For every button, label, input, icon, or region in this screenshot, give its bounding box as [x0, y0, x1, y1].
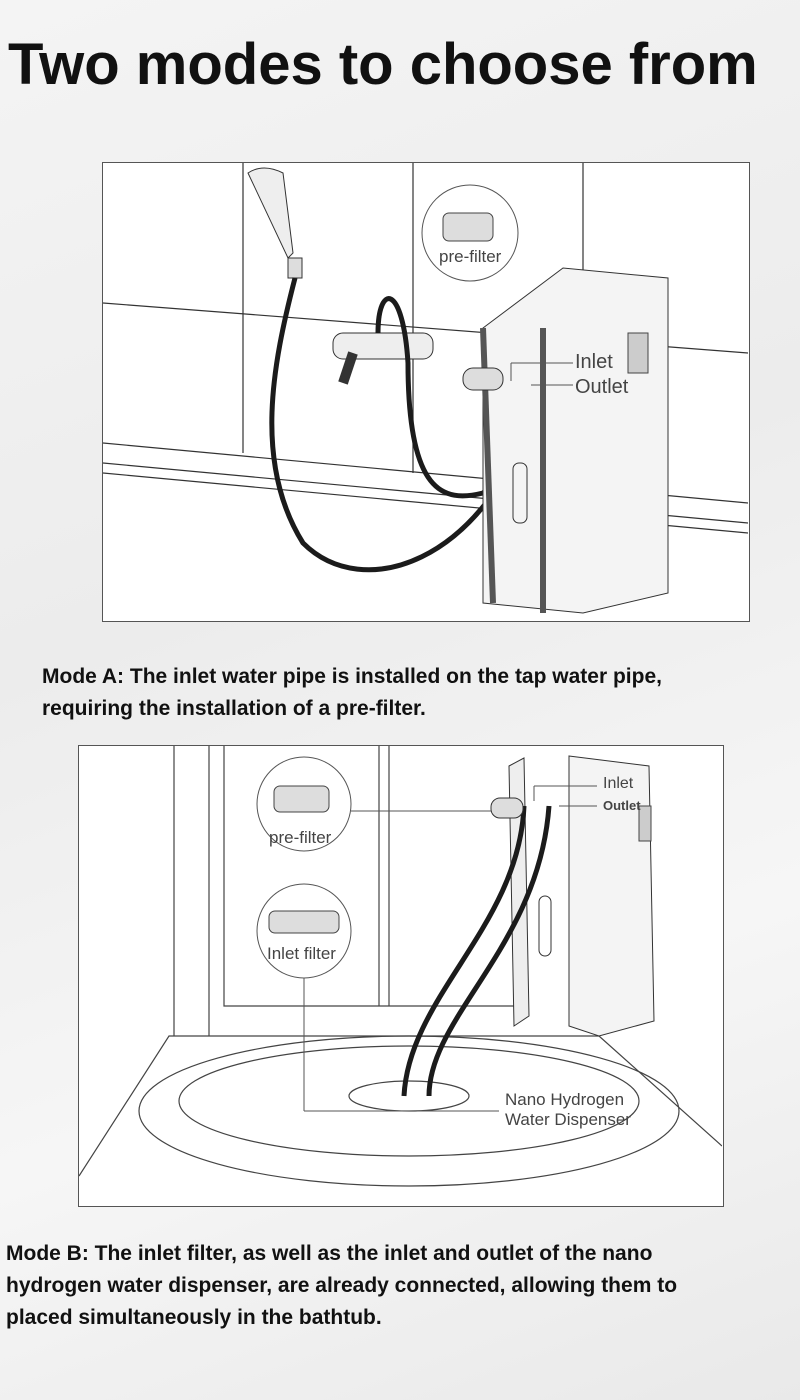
tap-icon [332, 332, 434, 385]
device-label: Nano Hydrogen Water Dispenser [505, 1090, 631, 1130]
mode-a-caption-line: Mode A: The inlet water pipe is installe… [42, 665, 662, 688]
mode-a-caption-line: requiring the installation of a pre-filt… [42, 697, 426, 720]
mode-b-caption: Mode B: The inlet filter, as well as the… [6, 1238, 798, 1334]
inlet-filter-label: Inlet filter [267, 944, 336, 963]
mode-b-caption-line: Mode B: The inlet filter, as well as the… [6, 1242, 653, 1265]
mode-b-caption-line: placed simultaneously in the bathtub. [6, 1306, 382, 1329]
inlet-label: Inlet [603, 775, 634, 792]
dispenser-unit [480, 267, 669, 614]
shower-head-icon [247, 167, 303, 279]
mode-a-caption: Mode A: The inlet water pipe is installe… [42, 661, 792, 725]
mode-b-caption-line: hydrogen water dispenser, are already co… [6, 1274, 678, 1297]
prefilter-label: pre-filter [439, 247, 502, 266]
page-title: Two modes to choose from [8, 32, 758, 97]
inlet-label: Inlet [575, 351, 613, 373]
mode-a-illustration [103, 163, 748, 614]
device-label-line: Water Dispenser [505, 1110, 631, 1129]
mode-a-diagram: pre-filter Inlet Outlet [102, 162, 750, 622]
mode-b-illustration [79, 746, 722, 1187]
outlet-label: Outlet [603, 798, 641, 813]
prefilter-label: pre-filter [269, 828, 332, 847]
mode-b-diagram: pre-filter Inlet filter Inlet Outlet Nan… [78, 745, 724, 1207]
device-label-line: Nano Hydrogen [505, 1090, 625, 1109]
outlet-label: Outlet [575, 376, 629, 398]
